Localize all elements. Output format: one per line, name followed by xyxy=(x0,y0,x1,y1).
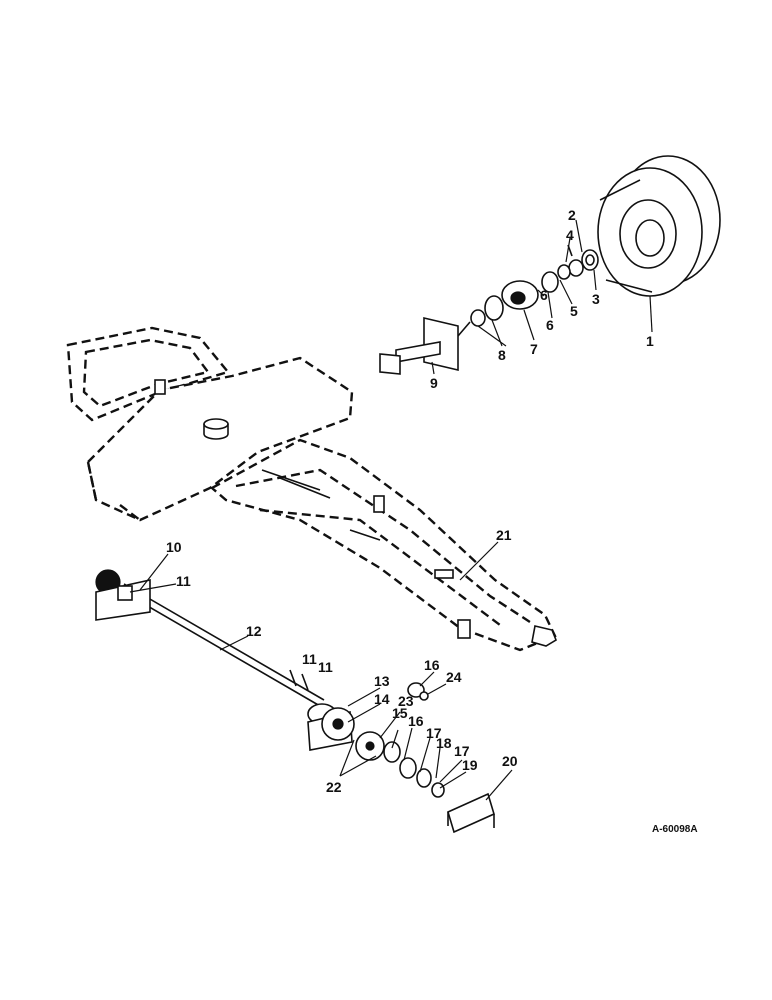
callout-label: 5 xyxy=(570,303,578,319)
callout-label: 17 xyxy=(454,743,470,759)
callout-label: 17 xyxy=(426,725,442,741)
callout-label: 11 xyxy=(302,651,317,667)
callout-label: 2 xyxy=(568,207,576,223)
spindle xyxy=(379,316,471,375)
callout-label: 22 xyxy=(326,779,342,795)
callout-label: 24 xyxy=(446,669,462,685)
callout-label: 21 xyxy=(496,527,512,543)
callout-label: 20 xyxy=(502,753,518,769)
callout-label: 13 xyxy=(374,673,390,689)
callout-label: 23 xyxy=(398,693,414,709)
reference-code: A-60098A xyxy=(652,824,698,835)
frame-assembly xyxy=(66,326,557,652)
callout-label: 10 xyxy=(166,539,182,555)
callout-label: 3 xyxy=(592,291,600,307)
callout-label: 18 xyxy=(436,735,452,751)
leader-lines xyxy=(129,219,653,801)
callouts: 1 2 3 4 5 6 6 7 8 9 10 11 11 11 12 13 14… xyxy=(166,207,654,795)
wheel-rim xyxy=(597,155,721,297)
callout-label: 15 xyxy=(392,705,408,721)
callout-label: 4 xyxy=(566,227,574,243)
drive-shaft xyxy=(95,569,495,834)
hub-hardware xyxy=(470,244,599,327)
callout-label: 7 xyxy=(530,341,538,357)
callout-label: 16 xyxy=(424,657,440,673)
callout-label: 16 xyxy=(408,713,424,729)
callout-label: 1 xyxy=(646,333,654,349)
callout-label: 6 xyxy=(540,287,548,303)
callout-label: 6 xyxy=(546,317,554,333)
callout-label: 19 xyxy=(462,757,478,773)
callout-label: 8 xyxy=(498,347,506,363)
callout-label: 9 xyxy=(430,375,438,391)
callout-label: 14 xyxy=(374,691,390,707)
callout-label: 12 xyxy=(246,623,262,639)
callout-label: 11 xyxy=(318,659,333,675)
callout-label: 11 xyxy=(176,573,191,589)
